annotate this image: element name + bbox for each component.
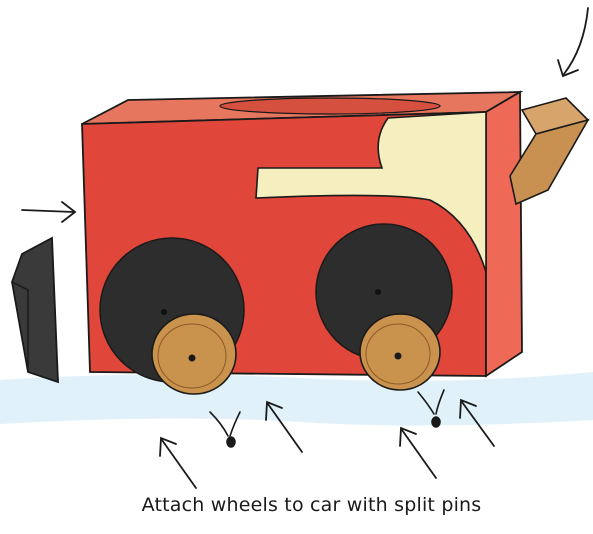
box-flap-icon (510, 98, 588, 204)
box-side (486, 92, 522, 376)
ground-wash (0, 372, 593, 426)
arrow-icon (22, 202, 75, 222)
side-panel-piece (12, 238, 58, 382)
arrow-icon (558, 8, 588, 76)
arrow-icon (160, 438, 196, 488)
arrow-icon (400, 428, 436, 478)
instruction-caption: Attach wheels to car with split pins (0, 494, 593, 516)
top-slot (220, 98, 440, 114)
